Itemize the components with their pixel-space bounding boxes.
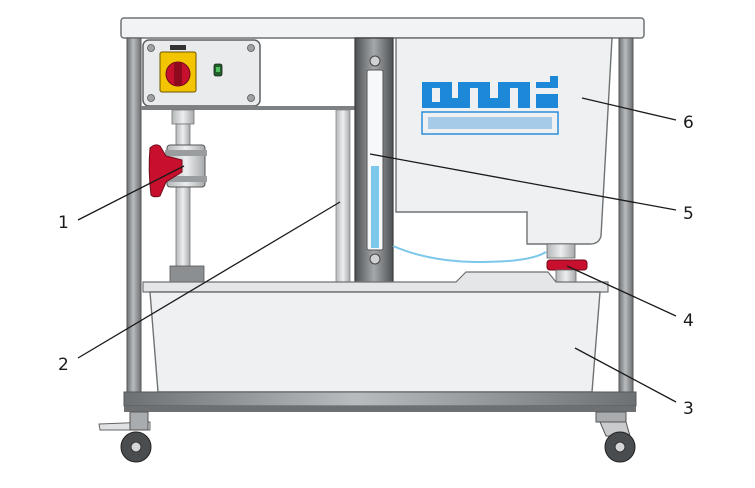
- leader-line-3: [574, 347, 677, 403]
- outlet-fitting: [546, 243, 576, 259]
- pump-pedestal: [169, 265, 205, 285]
- frame-post-left: [126, 37, 142, 399]
- leader-line-1: [77, 165, 185, 221]
- screw-icon: [369, 253, 381, 265]
- pipe-upper-fitting: [171, 109, 195, 125]
- leader-line-6: [581, 97, 677, 121]
- screw-icon: [147, 44, 155, 52]
- callout-5: 5: [683, 204, 694, 224]
- logo-tick: [550, 76, 558, 84]
- screw-icon: [369, 55, 381, 67]
- upper-tank: [395, 37, 613, 245]
- callout-2: 2: [58, 355, 69, 375]
- leader-line-4: [566, 265, 677, 317]
- connecting-hose: [392, 245, 547, 264]
- screw-icon: [247, 44, 255, 52]
- outlet-valve-handle: [546, 259, 588, 271]
- water-level: [371, 166, 379, 248]
- leader-line-5: [369, 153, 677, 211]
- castor-left: [98, 411, 152, 463]
- control-shelf: [141, 106, 356, 110]
- callout-3: 3: [683, 399, 694, 419]
- switch-label-plate: [170, 45, 186, 50]
- valve-handle: [148, 144, 183, 198]
- screw-icon: [147, 94, 155, 102]
- support-rod: [335, 109, 351, 285]
- castor-right: [595, 411, 636, 463]
- screw-icon: [247, 94, 255, 102]
- lower-tank: [149, 291, 601, 393]
- callout-6: 6: [683, 113, 694, 133]
- table-top: [120, 17, 645, 39]
- callout-1: 1: [58, 213, 69, 233]
- gunt-logo: [421, 76, 559, 135]
- frame-bottom-rail: [123, 391, 637, 407]
- logo-underline: [421, 111, 559, 135]
- leader-line-2: [77, 201, 341, 359]
- callout-4: 4: [683, 311, 694, 331]
- frame-post-right: [618, 37, 634, 399]
